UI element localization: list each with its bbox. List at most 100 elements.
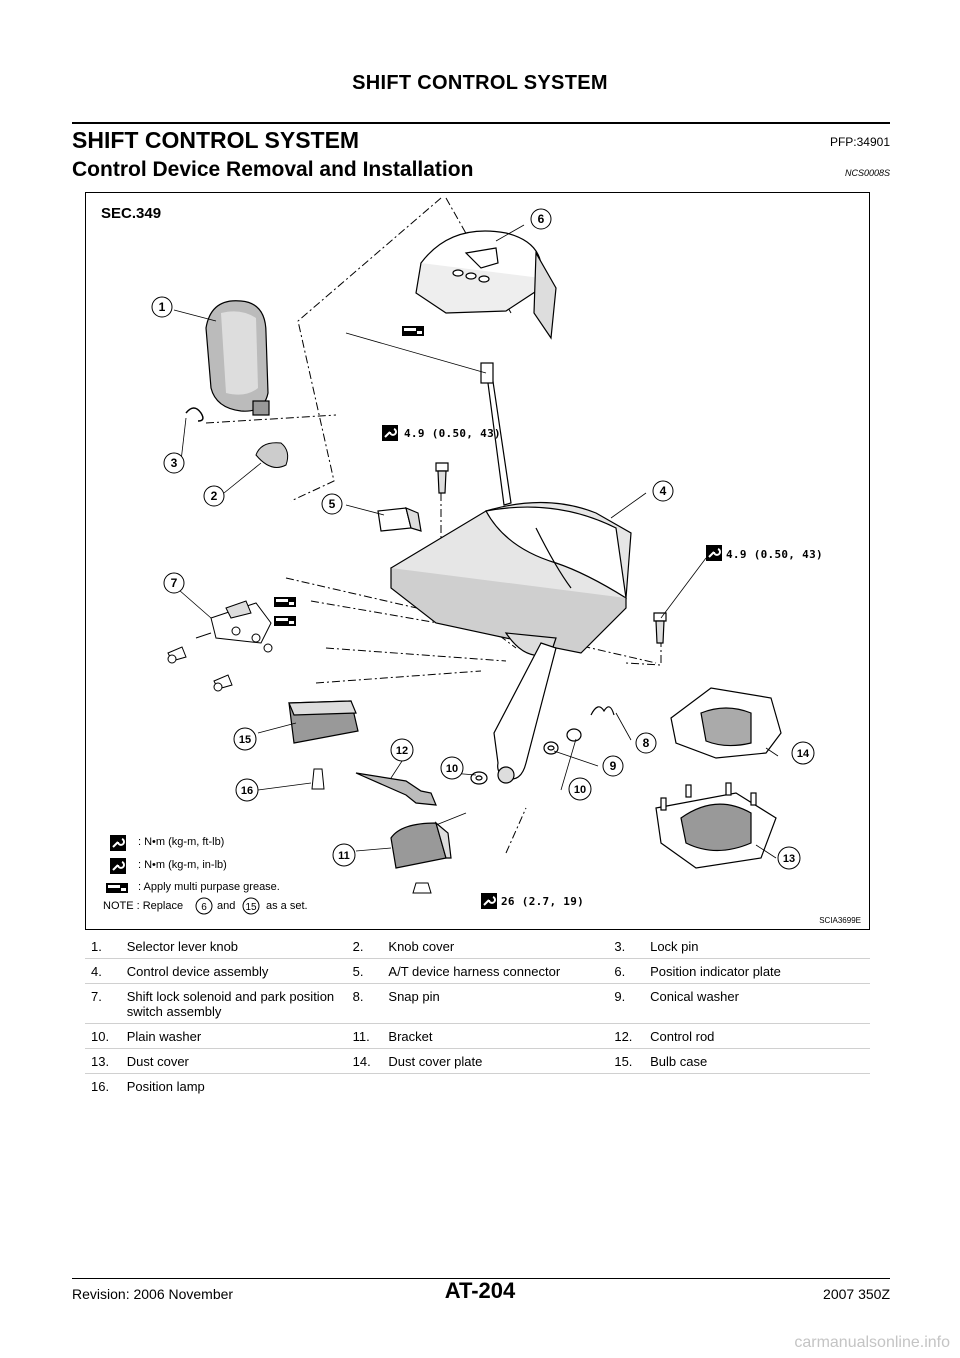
part-name: Plain washer [126,1023,347,1049]
torque-wrench-icon [381,424,399,442]
bulb-case-drawing [288,700,359,744]
part-name: Shift lock solenoid and park position sw… [126,983,347,1024]
part-number: 6. [608,958,651,984]
svg-text:9: 9 [610,759,617,773]
control-device-assembly-drawing [390,501,632,657]
svg-text:7: 7 [171,576,178,590]
torque-label-1: 4.9 (0.50, 43) [404,427,501,440]
bracket-drawing [390,821,452,869]
part-name: A/T device harness connector [388,958,609,984]
part-name: Conical washer [650,983,870,1024]
note-ref-15: 15 [242,897,260,915]
header-rule [72,122,890,124]
callout-12: 12 [390,738,414,762]
grease-icon [274,616,296,626]
part-number: 15. [608,1048,651,1074]
figure-id: SCIA3699E [819,916,861,925]
svg-text:5: 5 [329,497,336,511]
torque-label-3: 26 (2.7, 19) [501,895,585,908]
svg-text:10: 10 [446,763,458,775]
part-name: Lock pin [650,939,699,954]
part-name: Position indicator plate [650,958,870,984]
svg-text:15: 15 [239,734,251,746]
model-year: 2007 350Z [823,1286,890,1302]
torque-wrench-icon [109,857,127,875]
page-number: AT-204 [444,1278,516,1303]
parts-row: 7.Shift lock solenoid and park position … [85,983,870,1024]
part-name: Position lamp [126,1073,347,1098]
legend-note-and: and [217,900,236,912]
part-number: 14. [346,1048,389,1074]
part-number: 5. [346,958,389,984]
svg-text:1: 1 [159,300,166,314]
callout-4: 4 [652,480,674,502]
dust-cover-drawing [655,782,777,869]
grease-icon [106,883,128,893]
part-number: 16. [85,1073,127,1098]
callout-13: 13 [777,846,801,870]
note-ref-6: 6 [195,897,213,915]
subsection-title: Control Device Removal and Installation [72,158,474,181]
parts-row: 16.Position lamp [85,1073,870,1098]
part-number: 9. [608,983,651,1024]
callout-11: 11 [332,843,356,867]
pfp-code: PFP:34901 [829,135,890,149]
callout-6: 6 [530,208,552,230]
part-callouts: 1 2 3 4 5 6 7 8 9 10 10 11 12 13 14 15 1… [151,208,815,870]
part-name: Control rod [650,1023,870,1049]
svg-text:13: 13 [783,853,795,865]
exploded-view-drawing: 1 2 3 4 5 6 7 8 9 10 10 11 12 13 14 15 1… [106,197,815,915]
part-number: 11. [346,1023,389,1049]
svg-text:14: 14 [797,748,810,760]
torque-wrench-icon [109,834,127,852]
torque-wrench-icon [480,892,498,910]
callout-10b: 10 [568,777,592,801]
callout-2: 2 [203,485,225,507]
svg-text:8: 8 [643,736,650,750]
svg-text:3: 3 [171,456,178,470]
svg-text:2: 2 [211,489,218,503]
part-number: 2. [352,939,364,954]
torque-wrench-icon [705,544,723,562]
running-head-title: SHIFT CONTROL SYSTEM [352,72,608,94]
svg-text:4: 4 [660,484,667,498]
section-title: SHIFT CONTROL SYSTEM [72,127,360,153]
section-number-label: SEC.349 [101,205,162,222]
ncs-code: NCS0008S [844,168,890,178]
callout-10a: 10 [440,756,464,780]
selector-lever-knob-drawing [205,300,270,416]
callout-1: 1 [151,296,173,318]
part-number: 4. [85,958,127,984]
part-name [388,1073,609,1098]
callout-8: 8 [635,732,657,754]
revision-date: Revision: 2006 November [72,1286,234,1302]
torque-label-2: 4.9 (0.50, 43) [726,548,823,561]
grease-icon [274,597,296,607]
part-name: Bulb case [650,1048,870,1074]
part-number [608,1073,651,1098]
callout-9: 9 [602,755,624,777]
part-number: 1. [91,939,102,954]
part-name: Bracket [388,1023,609,1049]
part-number: 3. [614,939,626,954]
grease-icon [402,326,424,336]
dust-cover-plate-drawing [670,687,782,759]
callout-3: 3 [163,452,185,474]
footer-rule [72,1278,890,1279]
svg-text:15: 15 [245,902,257,913]
part-name: Control device assembly [126,958,347,984]
watermark: carmanualsonline.info [794,1334,950,1351]
legend-grease: : Apply multi purpase grease. [138,881,280,893]
part-name [650,1073,870,1098]
legend-ftlb: : N•m (kg-m, ft-lb) [138,836,225,848]
svg-text:10: 10 [574,784,586,796]
part-name: Dust cover [126,1048,347,1074]
exploded-view-figure: 1 2 3 4 5 6 7 8 9 10 10 11 12 13 14 15 1… [85,192,870,930]
part-name: Snap pin [388,983,609,1024]
shift-lock-solenoid-drawing [195,600,273,653]
svg-text:12: 12 [396,745,408,757]
